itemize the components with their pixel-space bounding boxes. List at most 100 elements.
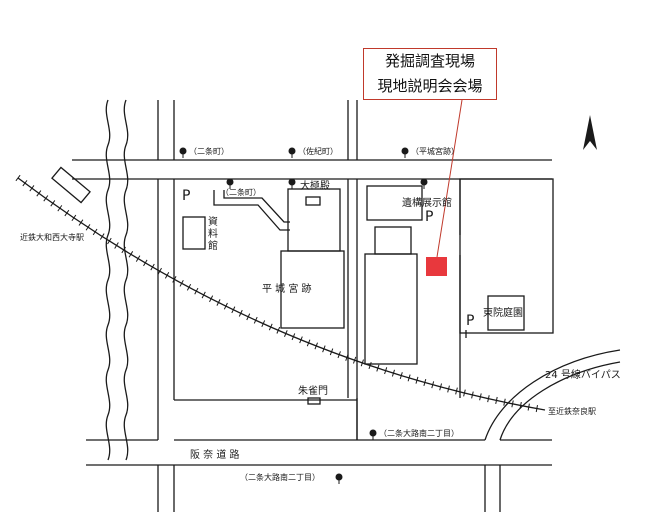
railway-line bbox=[15, 174, 546, 413]
railway-tie bbox=[223, 302, 228, 310]
railway-tie bbox=[360, 359, 364, 367]
to-kintetsu-nara-label: 至近鉄奈良駅 bbox=[548, 406, 596, 416]
building-large-east bbox=[364, 253, 418, 365]
iko-tenjikan-building bbox=[366, 185, 423, 221]
river-bank-right bbox=[123, 99, 129, 461]
railway-tie bbox=[157, 267, 162, 275]
railway-tie bbox=[495, 396, 498, 404]
railway-tie bbox=[455, 387, 458, 395]
railway-tie bbox=[71, 214, 77, 222]
callout-line-1: 発掘調査現場 bbox=[384, 52, 475, 70]
railway-tie bbox=[463, 389, 466, 397]
north-arrow-icon bbox=[583, 115, 597, 150]
toin-teien-label: 東院庭園 bbox=[483, 306, 523, 319]
railway-tie bbox=[407, 374, 411, 382]
railway-tie bbox=[164, 272, 170, 279]
railway-tie bbox=[329, 348, 334, 356]
route24-bypass-outer bbox=[484, 349, 621, 441]
railway-tie bbox=[15, 174, 21, 182]
railway-tie bbox=[238, 309, 243, 317]
railway-tie bbox=[368, 362, 372, 370]
daigokuden-hall bbox=[305, 196, 321, 206]
railway-tie bbox=[107, 237, 112, 245]
railway-tie bbox=[384, 367, 388, 375]
railway-tie bbox=[431, 381, 435, 389]
railway-tie bbox=[261, 320, 266, 328]
bus-stop-icon bbox=[179, 147, 428, 484]
railway-tie bbox=[423, 379, 427, 387]
heijokyu-seki-label: 平 城 宮 跡 bbox=[262, 282, 312, 295]
railway-tie bbox=[246, 313, 251, 321]
railway-tie bbox=[391, 369, 395, 377]
daigokuden-compound bbox=[287, 188, 341, 252]
railway-tie bbox=[36, 190, 42, 197]
bus-stop-sakicho-label: （佐紀町） bbox=[298, 146, 338, 156]
railway-tie bbox=[511, 400, 514, 408]
railway-tie bbox=[284, 330, 288, 337]
railway-tie bbox=[209, 295, 214, 303]
railway-tie bbox=[57, 205, 63, 212]
railway-tie bbox=[306, 339, 311, 347]
bus-stop-heijokyuato-label: （平城宮跡） bbox=[411, 146, 459, 156]
railway-tie bbox=[143, 259, 148, 267]
palace-hall-south bbox=[280, 250, 345, 329]
railway-tie bbox=[291, 333, 296, 341]
railway-tie bbox=[447, 385, 450, 393]
callout-pointer-line bbox=[436, 99, 463, 258]
railway-tie bbox=[276, 326, 281, 334]
parking-label-east: P bbox=[425, 209, 433, 225]
railway-tie bbox=[439, 383, 443, 391]
parking-label-west: P bbox=[182, 188, 190, 204]
svg-text:料: 料 bbox=[208, 227, 218, 240]
daigokuden-label: 大極殿 bbox=[300, 179, 330, 192]
shiryokan-building bbox=[182, 216, 206, 250]
railway-tie bbox=[376, 364, 380, 372]
bus-stop-nijocho-label: （二条町） bbox=[189, 146, 229, 156]
svg-text:資: 資 bbox=[208, 216, 218, 228]
railway-tie bbox=[194, 287, 199, 295]
parking-label-toin: P bbox=[466, 313, 474, 329]
railway-tie bbox=[78, 219, 84, 226]
toin-area bbox=[459, 178, 554, 334]
suzakumon-label: 朱雀門 bbox=[298, 385, 328, 397]
hanna-road-label: 阪 奈 道 路 bbox=[190, 448, 240, 461]
shiryokan-label: 資 料 館 bbox=[208, 216, 218, 252]
railway-tie bbox=[172, 276, 177, 283]
railway-tie bbox=[299, 336, 303, 344]
railway-tie bbox=[22, 180, 28, 187]
river-bank-left bbox=[105, 99, 111, 461]
railway-tie bbox=[352, 356, 357, 364]
railway-tie bbox=[231, 306, 236, 314]
railway-tie bbox=[99, 233, 105, 240]
railway-tie bbox=[135, 255, 141, 262]
railway-tie bbox=[253, 316, 258, 324]
railway-tie bbox=[85, 224, 91, 231]
iko-tenjikan-label: 遺構展示館 bbox=[402, 196, 452, 209]
railway-tie bbox=[345, 353, 349, 361]
railway-tie bbox=[50, 200, 56, 207]
railway-tie bbox=[121, 246, 126, 254]
railway-tie bbox=[216, 299, 221, 306]
railway-tie bbox=[527, 403, 530, 411]
bus-stop-nijo-oji-bottom-label: （二条大路南二丁目） bbox=[240, 472, 320, 482]
building-upper-east bbox=[374, 226, 412, 255]
excavation-site-marker bbox=[426, 257, 447, 276]
railway-tie bbox=[29, 185, 35, 192]
suzakumon-gate bbox=[307, 397, 321, 405]
route24-bypass-label: 24 号線バイパス bbox=[545, 368, 621, 381]
railway-tie bbox=[503, 398, 506, 406]
railway-tie bbox=[471, 391, 474, 399]
excavation-callout: 発掘調査現場 現地説明会会場 bbox=[363, 48, 497, 100]
bus-stop-nijocho-inner-label: （二条町） bbox=[221, 187, 261, 197]
bus-stop-nijo-oji-label: （二条大路南二丁目） bbox=[379, 428, 459, 438]
yamato-saidaiji-station bbox=[51, 166, 91, 204]
railway-tie bbox=[92, 228, 98, 236]
railway-tie bbox=[186, 283, 192, 291]
railway-tie bbox=[179, 280, 184, 287]
railway-tie bbox=[114, 242, 119, 249]
route24-bypass-inner bbox=[499, 361, 621, 441]
inner-lane bbox=[213, 190, 290, 231]
railway-tie bbox=[535, 405, 538, 413]
railway-tie bbox=[128, 251, 134, 258]
